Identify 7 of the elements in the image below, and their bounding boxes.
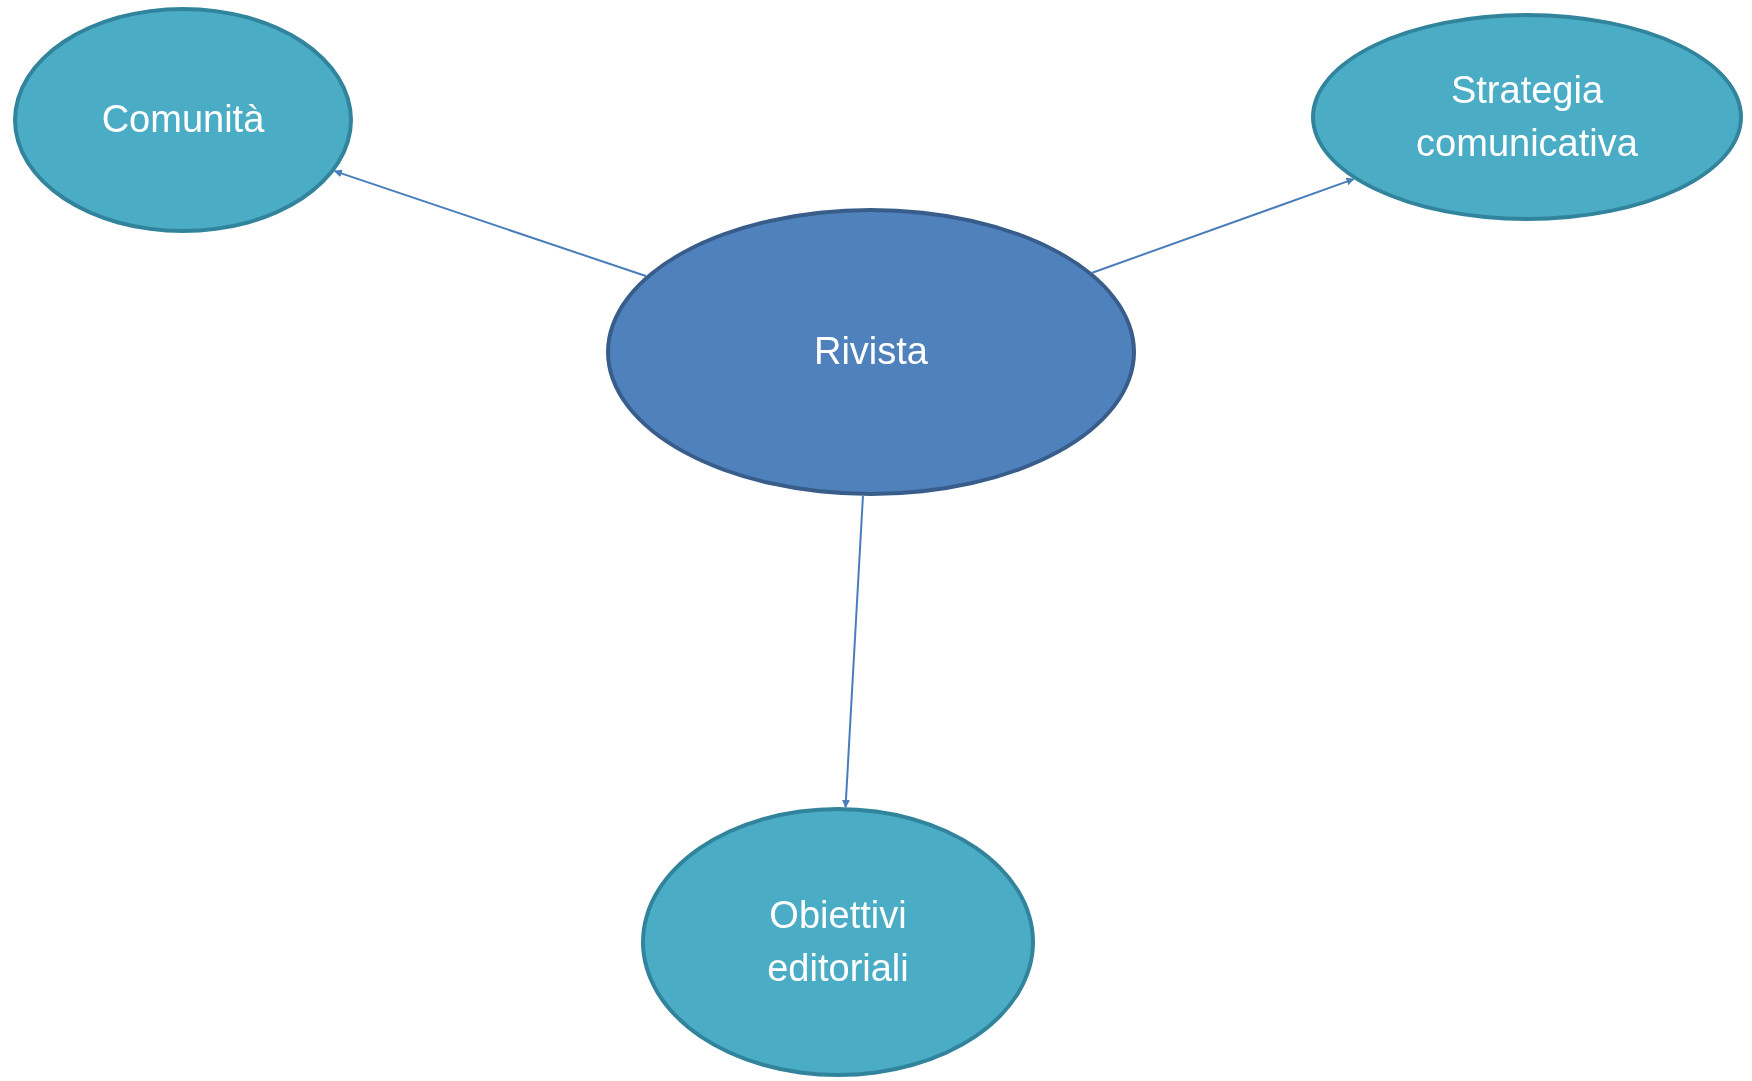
node-label: Comunità bbox=[101, 97, 265, 143]
arrow bbox=[841, 494, 864, 809]
node-label: Obiettivi editoriali bbox=[766, 892, 910, 991]
arrow bbox=[333, 169, 647, 278]
arrow bbox=[1091, 177, 1355, 274]
node-label: Strategia comunicativa bbox=[1415, 67, 1639, 166]
node-label: Rivista bbox=[814, 329, 928, 375]
